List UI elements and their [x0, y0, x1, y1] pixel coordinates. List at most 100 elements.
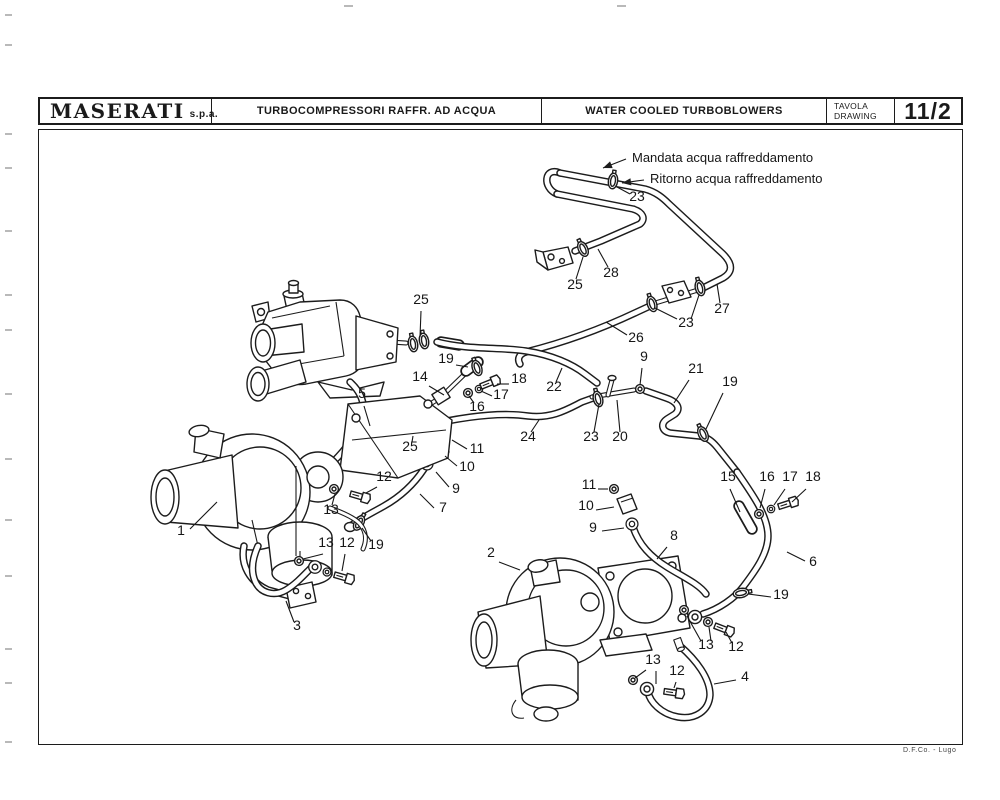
callout-22: 22 [546, 378, 562, 394]
drawing-label: DRAWING [834, 111, 877, 121]
leader-line [673, 681, 677, 689]
leader-line [597, 248, 609, 268]
callout-11: 11 [470, 440, 485, 456]
callout-19: 19 [722, 373, 738, 389]
hose-4-banjo [627, 636, 714, 722]
leader-line [530, 419, 540, 433]
callout-19: 19 [368, 536, 384, 552]
leader-line [654, 307, 678, 320]
callout-11: 11 [582, 476, 597, 492]
brand-suffix: s.p.a. [189, 108, 219, 120]
leader-line [686, 615, 702, 642]
callout-26: 26 [628, 329, 644, 345]
leader-line [634, 669, 647, 679]
callout-16: 16 [759, 468, 775, 484]
leader-line [747, 593, 772, 598]
leader-line [555, 367, 563, 383]
callout-6: 6 [809, 553, 817, 569]
leader-line [639, 367, 643, 386]
leader-line [725, 631, 733, 644]
leader-line [593, 403, 600, 433]
tavola-cell: TAVOLA DRAWING [827, 99, 895, 123]
leader-line [605, 321, 628, 336]
leader-line [444, 455, 458, 467]
leader-line [673, 379, 690, 404]
callout-19: 19 [773, 586, 789, 602]
leader-line [616, 399, 621, 433]
callout-7: 7 [439, 499, 447, 515]
callout-9: 9 [589, 519, 597, 535]
leader-line [575, 256, 584, 280]
callout-25: 25 [567, 276, 583, 292]
leader-line [786, 551, 806, 562]
callout-17: 17 [782, 468, 798, 484]
leader-line [616, 186, 631, 195]
callout-10: 10 [459, 458, 475, 474]
callout-10: 10 [578, 497, 594, 513]
leader-line [455, 364, 469, 368]
leader-line [419, 310, 422, 338]
leader-line [729, 488, 741, 513]
callout-14: 14 [412, 368, 428, 384]
callout-9: 9 [452, 480, 460, 496]
leader-line [773, 488, 786, 506]
annotation-arrowhead [622, 178, 632, 186]
drawing-number: 11/2 [904, 97, 952, 124]
leader-line [601, 527, 625, 532]
callout-18: 18 [805, 468, 821, 484]
title-english: WATER COOLED TURBOBLOWERS [542, 99, 827, 123]
callout-4: 4 [741, 668, 749, 684]
callout-5: 5 [358, 385, 366, 401]
leader-line [468, 395, 475, 404]
leader-line [411, 435, 414, 443]
brand-name: MASERATI [50, 99, 185, 123]
leader-line [363, 405, 371, 427]
callout-12: 12 [376, 468, 392, 484]
leader-line [480, 390, 493, 397]
leader-line [690, 294, 700, 320]
turbo-right [470, 555, 691, 722]
leader-line [302, 553, 324, 560]
drawing-frame [38, 129, 963, 745]
title-italian: TURBOCOMPRESSORI RAFFR. AD ACQUA [212, 99, 542, 123]
callout-13: 13 [318, 534, 334, 550]
diagram-artwork [150, 167, 801, 722]
callout-12: 12 [339, 534, 355, 550]
leader-line [708, 626, 712, 642]
callout-23: 23 [678, 314, 694, 330]
callout-12: 12 [669, 662, 685, 678]
callout-9: 9 [640, 348, 648, 364]
callout-23: 23 [629, 188, 645, 204]
callout-28: 28 [603, 264, 619, 280]
leader-line [595, 506, 615, 511]
leader-line [713, 679, 737, 685]
callout-8: 8 [670, 527, 678, 543]
leader-line [285, 600, 295, 623]
callout-23: 23 [583, 428, 599, 444]
callout-12: 12 [728, 638, 744, 654]
leader-line [428, 385, 445, 396]
top-water-pipes [514, 167, 735, 368]
leader-line [451, 439, 468, 450]
annotation-arrowhead [603, 161, 613, 169]
leader-line [498, 561, 521, 571]
callout-15: 15 [720, 468, 736, 484]
water-manifold-housing [246, 279, 409, 402]
leader-line [716, 283, 721, 304]
callout-13: 13 [645, 651, 661, 667]
callout-19: 19 [438, 350, 454, 366]
leader-line [759, 488, 766, 509]
leader-line [435, 471, 450, 488]
callout-17: 17 [493, 386, 509, 402]
callout-27: 27 [714, 300, 730, 316]
callout-25: 25 [413, 291, 429, 307]
callout-1: 1 [177, 522, 185, 538]
brand-cell: MASERATI s.p.a. [40, 99, 218, 123]
leader-line [341, 553, 346, 572]
callout-13: 13 [698, 636, 714, 652]
tavola-label: TAVOLA [834, 101, 869, 111]
